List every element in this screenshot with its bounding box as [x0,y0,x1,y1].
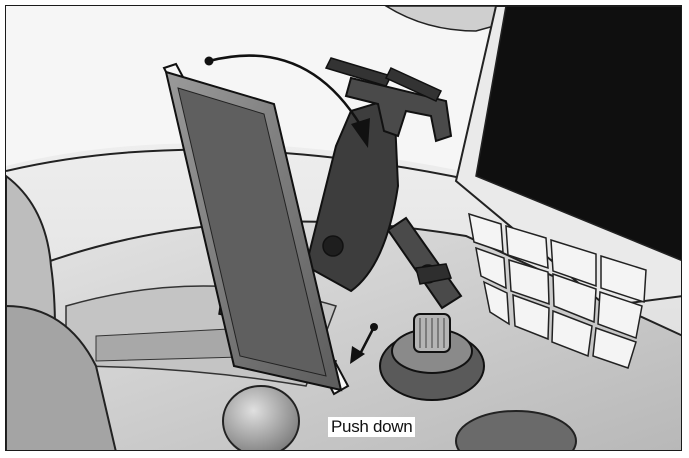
holder-pivot [323,236,343,256]
gear-knob [223,386,299,451]
illustration-frame: Push down [5,5,682,451]
push-down-label: Push down [328,417,415,437]
tablet-mount-scene [6,6,682,451]
